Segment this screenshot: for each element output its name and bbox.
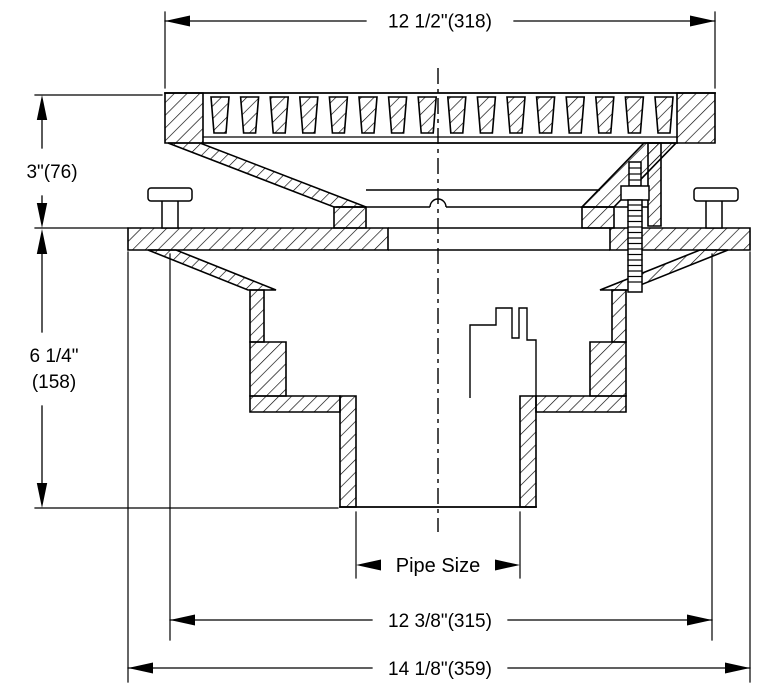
body xyxy=(147,249,729,413)
grate-end-right xyxy=(676,92,716,144)
dim-height-lower: 6 1/4" (158) xyxy=(29,229,339,509)
clamp-right xyxy=(693,187,739,229)
label-grate-width: 12 1/2"(318) xyxy=(388,12,492,33)
dim-grate-width: 12 1/2"(318) xyxy=(164,11,716,89)
arrowhead-up xyxy=(36,229,48,254)
body-wall-right-lower xyxy=(589,341,627,397)
grate-end-left xyxy=(164,92,204,144)
grate-bar xyxy=(594,96,615,134)
body-wall-left-upper xyxy=(249,289,265,343)
arrowhead-left xyxy=(165,15,190,27)
funnel-left xyxy=(167,142,367,208)
clamp-stem xyxy=(161,199,179,229)
clamp-cap xyxy=(693,187,739,202)
label-pipe-size: Pipe Size xyxy=(396,555,481,577)
grate-bar xyxy=(239,96,260,134)
grate-bar xyxy=(269,96,290,134)
flange-left xyxy=(127,227,389,251)
dim-height-upper: 3"(76) xyxy=(26,94,163,229)
body-shelf-left xyxy=(249,395,341,413)
grate-bar xyxy=(565,96,586,134)
grate-bar xyxy=(210,96,230,134)
bolt-threads xyxy=(627,204,643,283)
grate-bar xyxy=(417,96,438,134)
body-shelf-right xyxy=(535,395,627,413)
arrowhead-down xyxy=(36,203,48,228)
inner-step-profile xyxy=(469,307,537,398)
label-height-lower-mm: (158) xyxy=(32,372,76,393)
collar xyxy=(167,142,678,229)
dim-collar-width: 12 3/8"(315) xyxy=(169,253,713,641)
grate-bar xyxy=(358,96,378,134)
flange xyxy=(127,227,751,251)
grate-bar xyxy=(654,96,674,134)
label-overall-width: 14 1/8"(359) xyxy=(388,659,492,680)
arrowhead-right xyxy=(687,614,712,626)
bowl-wall-right xyxy=(581,206,615,229)
dim-overall-width: 14 1/8"(359) xyxy=(127,251,751,683)
arrowhead-down xyxy=(36,483,48,508)
dim-pipe-size: Pipe Size xyxy=(355,511,521,579)
arrowhead-right xyxy=(495,559,520,571)
grate xyxy=(164,92,716,144)
grate-bars xyxy=(210,96,674,134)
label-collar-width: 12 3/8"(315) xyxy=(388,611,492,632)
clamp-bolt xyxy=(620,161,650,293)
bolt-head xyxy=(620,185,650,201)
rim-skirt-right xyxy=(647,142,662,227)
label-height-upper: 3"(76) xyxy=(26,162,77,183)
label-height-lower-inches: 6 1/4" xyxy=(29,346,78,367)
body-wall-right-upper xyxy=(611,289,627,343)
grate-bar xyxy=(298,96,319,134)
bolt-shank xyxy=(627,199,643,293)
arrowhead-right xyxy=(690,15,715,27)
flange-right xyxy=(609,227,751,251)
outlet-pipe xyxy=(339,395,537,508)
clamp-left xyxy=(147,187,193,229)
body-slope-left xyxy=(147,249,277,291)
arrowhead-up xyxy=(36,95,48,120)
grate-bar xyxy=(387,96,408,134)
clamp-cap xyxy=(147,187,193,202)
arrowhead-left xyxy=(356,559,381,571)
grate-bar xyxy=(328,96,349,134)
body-wall-left-lower xyxy=(249,341,287,397)
pipe-wall-right xyxy=(519,395,537,508)
body-slope-right xyxy=(599,249,729,291)
grate-bar xyxy=(624,96,645,134)
pipe-wall-left xyxy=(339,395,357,508)
arrowhead-right xyxy=(725,662,750,674)
arrowhead-left xyxy=(128,662,153,674)
arrowhead-left xyxy=(170,614,195,626)
grate-bar xyxy=(506,96,526,134)
grate-bar xyxy=(535,96,556,134)
bowl-wall-left xyxy=(333,206,367,229)
clamp-stem xyxy=(705,199,723,229)
grate-bar xyxy=(476,96,497,134)
grate-bar xyxy=(446,96,467,134)
